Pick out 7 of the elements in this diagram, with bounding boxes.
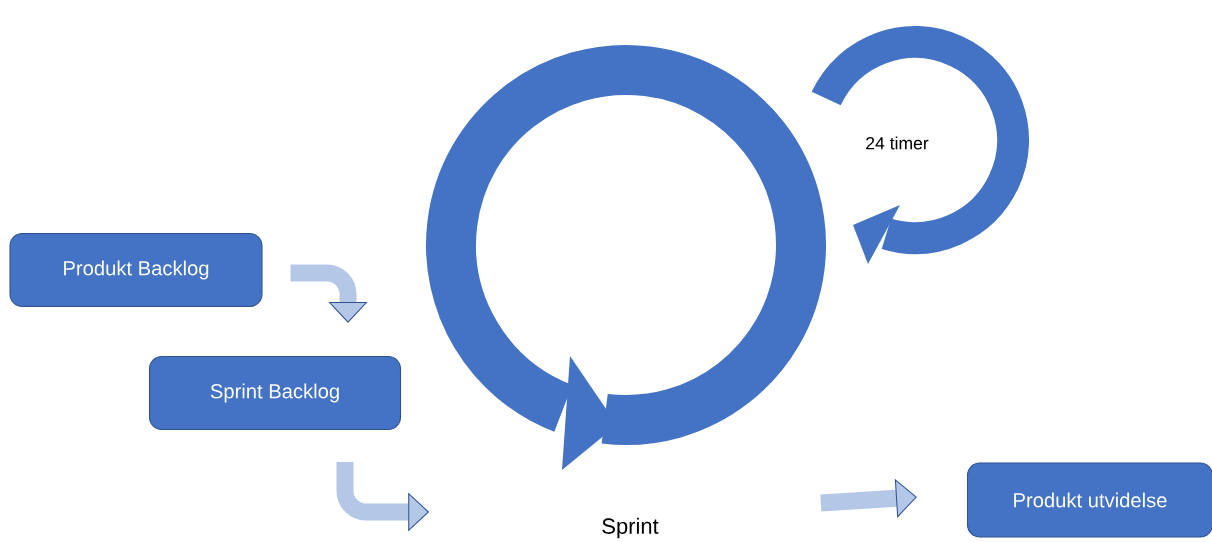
bent-arrow — [820, 478, 917, 518]
process-box: Produkt Backlog — [9, 232, 263, 308]
process-box: Produkt utvidelse — [967, 462, 1212, 538]
duration-label: 24 timer — [866, 136, 929, 150]
stage-label: Sprint — [602, 517, 659, 539]
process-box: Sprint Backlog — [149, 355, 402, 431]
bent-arrow — [290, 264, 368, 323]
